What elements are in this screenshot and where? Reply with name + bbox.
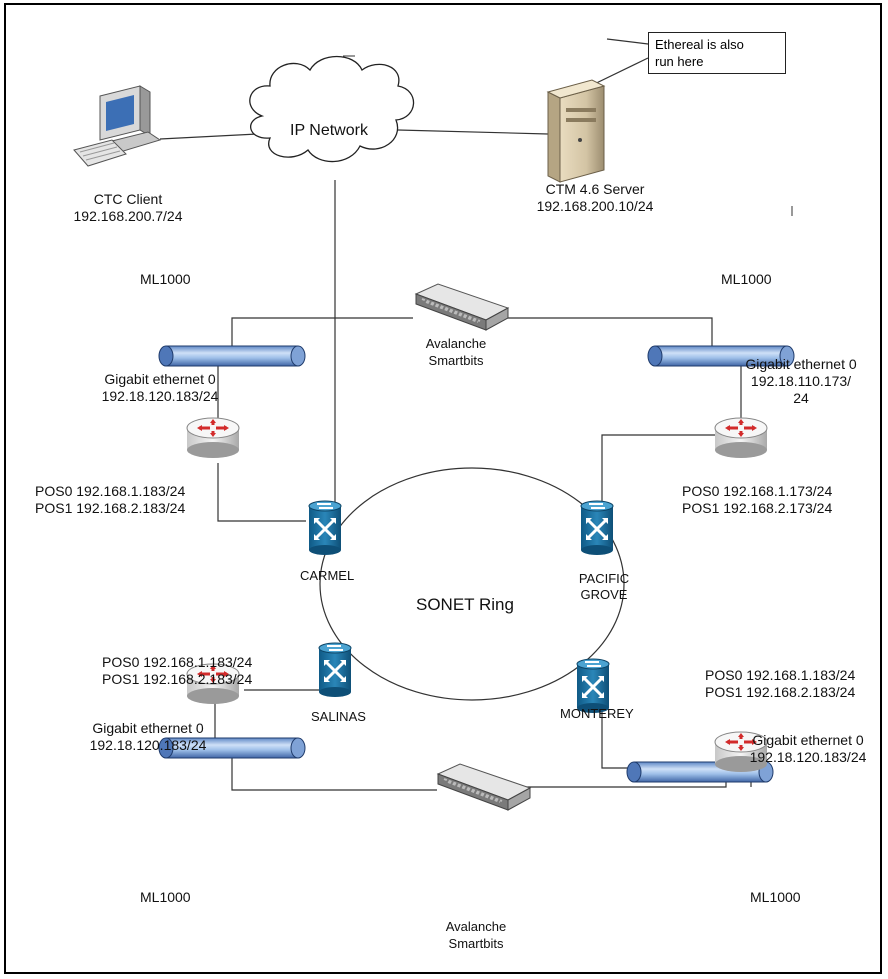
sonet-ring-label: SONET Ring (416, 595, 514, 614)
router-bl-gig-ip: 192.18.120.183/24 (89, 737, 207, 753)
router-tl-pos0: POS0 192.168.1.183/24 (35, 483, 186, 499)
router-tl-pos1: POS1 192.168.2.183/24 (35, 500, 186, 516)
router-tr-gig-name: Gigabit ethernet 0 (745, 356, 857, 372)
pacific-grove-switch-icon (579, 499, 615, 557)
router-top-right-icon (713, 416, 769, 460)
ml1000-card-top-left (158, 345, 306, 367)
callout-note: Ethereal is also run here (648, 32, 786, 74)
smartbits-top-line-1: Avalanche (425, 336, 487, 351)
smartbits-bottom-line-2: Smartbits (448, 936, 504, 951)
router-top-left-icon (185, 416, 241, 460)
router-tr-gig-ip-1: 192.18.110.173/ (750, 373, 852, 389)
ip-network-label: IP Network (290, 122, 368, 139)
router-tr-gig-ip-2: 24 (793, 390, 809, 406)
router-bl-pos0: POS0 192.168.1.183/24 (102, 654, 253, 670)
ctc-client-name: CTC Client (93, 191, 163, 207)
carmel-label: CARMEL (300, 568, 355, 583)
router-tl-gig-ip: 192.18.120.183/24 (101, 388, 219, 404)
ml1000-label-top-right: ML1000 (721, 271, 772, 287)
callout-line-2: run here (655, 54, 704, 69)
pacific-grove-label-2: GROVE (580, 587, 628, 602)
smartbits-top-icon (415, 283, 509, 331)
router-br-pos1: POS1 192.168.2.183/24 (705, 684, 856, 700)
diagram-frame (4, 3, 882, 974)
router-br-gig-ip: 192.18.120.183/24 (749, 749, 867, 765)
pacific-grove-label-1: PACIFIC (578, 571, 630, 586)
router-bl-pos1: POS1 192.168.2.183/24 (102, 671, 253, 687)
ctc-client-ip: 192.168.200.7/24 (73, 208, 183, 224)
ml1000-label-bottom-right: ML1000 (750, 889, 801, 905)
router-bl-gig-name: Gigabit ethernet 0 (92, 720, 204, 736)
ip-network-cloud (249, 56, 415, 163)
router-tl-gig-name: Gigabit ethernet 0 (104, 371, 216, 387)
ml1000-label-bottom-left: ML1000 (140, 889, 191, 905)
salinas-switch-icon (317, 641, 353, 699)
smartbits-top-line-2: Smartbits (428, 353, 484, 368)
router-tr-pos0: POS0 192.168.1.173/24 (682, 483, 833, 499)
router-br-gig-name: Gigabit ethernet 0 (752, 732, 864, 748)
router-br-pos0: POS0 192.168.1.183/24 (705, 667, 856, 683)
smartbits-bottom-line-1: Avalanche (445, 919, 507, 934)
ctc-client-computer-icon (73, 85, 162, 167)
monterey-label: MONTEREY (560, 706, 634, 721)
ctm-server-ip: 192.168.200.10/24 (536, 198, 654, 214)
callout-line-1: Ethereal is also (655, 37, 744, 52)
ctm-server-name: CTM 4.6 Server (545, 181, 645, 197)
ml1000-label-top-left: ML1000 (140, 271, 191, 287)
salinas-label: SALINAS (311, 709, 366, 724)
smartbits-bottom-icon (437, 763, 531, 811)
router-tr-pos1: POS1 192.168.2.173/24 (682, 500, 833, 516)
carmel-switch-icon (307, 499, 343, 557)
sonet-ring (319, 467, 625, 701)
ctm-server-tower-icon (546, 79, 606, 183)
